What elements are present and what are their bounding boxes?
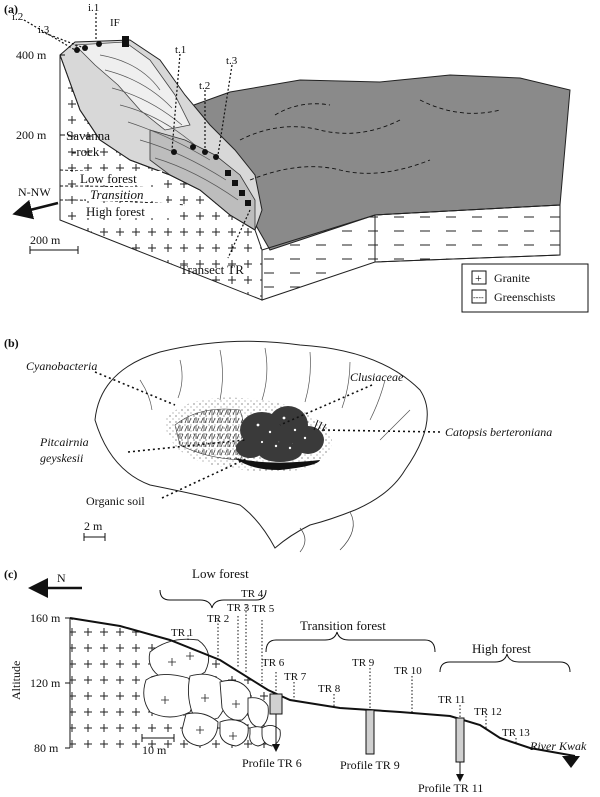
label-tr6: TR 6 xyxy=(262,657,285,669)
label-catopsis: Catopsis berteroniana xyxy=(445,425,552,439)
panel-a-letter: (a) xyxy=(4,2,18,16)
label-pitcairnia-2: geyskesii xyxy=(40,451,83,465)
label-transition-forest: Transition forest xyxy=(300,618,386,633)
label-transition: Transition xyxy=(90,187,143,202)
profile-pit-6 xyxy=(269,693,283,715)
organic-soil xyxy=(235,458,320,470)
transect-markers xyxy=(171,144,251,206)
altitude-200: 200 m xyxy=(16,128,47,142)
label-high-forest-c: High forest xyxy=(472,641,531,656)
panel-b-letter: (b) xyxy=(4,336,19,350)
panel-b-leaders xyxy=(94,371,441,499)
label-tr4: TR 4 xyxy=(241,588,264,600)
label-tr12: TR 12 xyxy=(474,706,502,718)
legend-dash-symbol: ---- xyxy=(473,293,484,302)
transect-leaders xyxy=(171,53,233,156)
drainage-lines xyxy=(239,99,501,181)
label-tr10: TR 10 xyxy=(394,665,422,677)
label-cyanobacteria: Cyanobacteria xyxy=(26,359,97,373)
label-organic-soil: Organic soil xyxy=(86,494,145,508)
label-profile-9: Profile TR 9 xyxy=(340,758,400,772)
panel-b: (b) xyxy=(4,336,552,553)
north-arrow xyxy=(12,199,59,220)
direction-label: N-NW xyxy=(18,185,51,199)
panel-c-letter: (c) xyxy=(4,567,17,581)
shrub-texture xyxy=(256,416,307,450)
label-tr8: TR 8 xyxy=(318,683,341,695)
river-kwak-marker xyxy=(562,756,580,768)
label-river-kwak: River Kwak xyxy=(529,739,587,753)
label-tr9: TR 9 xyxy=(352,657,375,669)
profile-pit-11 xyxy=(455,717,465,763)
label-t3: t.3 xyxy=(226,55,238,67)
label-pitcairnia-1: Pitcairnia xyxy=(39,435,89,449)
panel-a: (a) xyxy=(4,2,589,313)
label-high-forest: High forest xyxy=(86,204,145,219)
label-t1: t.1 xyxy=(175,44,186,56)
label-tr1: TR 1 xyxy=(171,627,193,639)
tr-leaders xyxy=(187,604,517,744)
label-i1: i.1 xyxy=(88,2,99,14)
savanna-rock-surface xyxy=(74,41,191,131)
legend-plus-symbol: + xyxy=(475,271,482,285)
legend-greenschists: Greenschists xyxy=(494,290,556,304)
label-low-forest: Low forest xyxy=(80,171,137,186)
direction-label-c: N xyxy=(57,571,66,585)
zone-braces xyxy=(159,589,571,673)
clusiaceae-shrubs xyxy=(236,406,324,462)
label-profile-11: Profile TR 11 xyxy=(418,781,483,795)
sample-markers-top xyxy=(74,36,129,53)
altitude-400: 400 m xyxy=(16,48,47,62)
scale-label-b: 2 m xyxy=(84,519,103,533)
label-i3: i.3 xyxy=(38,24,50,36)
greenschist-side-face xyxy=(374,204,561,263)
label-tr3: TR 3 xyxy=(227,602,250,614)
scale-label-a: 200 m xyxy=(30,233,61,247)
label-low-forest-c: Low forest xyxy=(192,566,249,581)
ground-profile xyxy=(69,617,576,757)
rock-fissures xyxy=(139,347,411,441)
altitude-160: 160 m xyxy=(30,611,61,625)
profile-pit-9 xyxy=(365,709,375,755)
catopsis-icon xyxy=(313,419,327,432)
altitude-axis-label: Altitude xyxy=(9,661,23,700)
altitude-80: 80 m xyxy=(34,741,59,755)
label-tr2: TR 2 xyxy=(207,613,229,625)
label-profile-6: Profile TR 6 xyxy=(242,756,302,770)
label-if: IF xyxy=(110,17,120,29)
label-clusiaceae: Clusiaceae xyxy=(350,370,404,384)
contour-lines xyxy=(99,54,239,201)
label-tr7: TR 7 xyxy=(284,671,307,683)
panel-c: (c) N 160 m 120 m 80 m Altitude xyxy=(4,566,587,795)
legend-granite: Granite xyxy=(494,271,530,285)
inselberg-leaders xyxy=(23,13,97,51)
label-i2: i.2 xyxy=(12,11,23,23)
label-transect-tr: Transect TR xyxy=(180,262,244,277)
label-tr11: TR 11 xyxy=(438,694,465,706)
boulder-plus-signs xyxy=(161,652,240,740)
label-tr5: TR 5 xyxy=(252,603,275,615)
label-t2: t.2 xyxy=(199,80,210,92)
altitude-120: 120 m xyxy=(30,676,61,690)
legend: + Granite ---- Greenschists xyxy=(461,263,589,313)
label-rock: -rock xyxy=(72,144,100,159)
label-tr13: TR 13 xyxy=(502,727,530,739)
rock-crack-lines xyxy=(299,511,354,553)
scale-label-c: 10 m xyxy=(142,743,167,757)
label-savanna: Savanna xyxy=(66,128,110,143)
